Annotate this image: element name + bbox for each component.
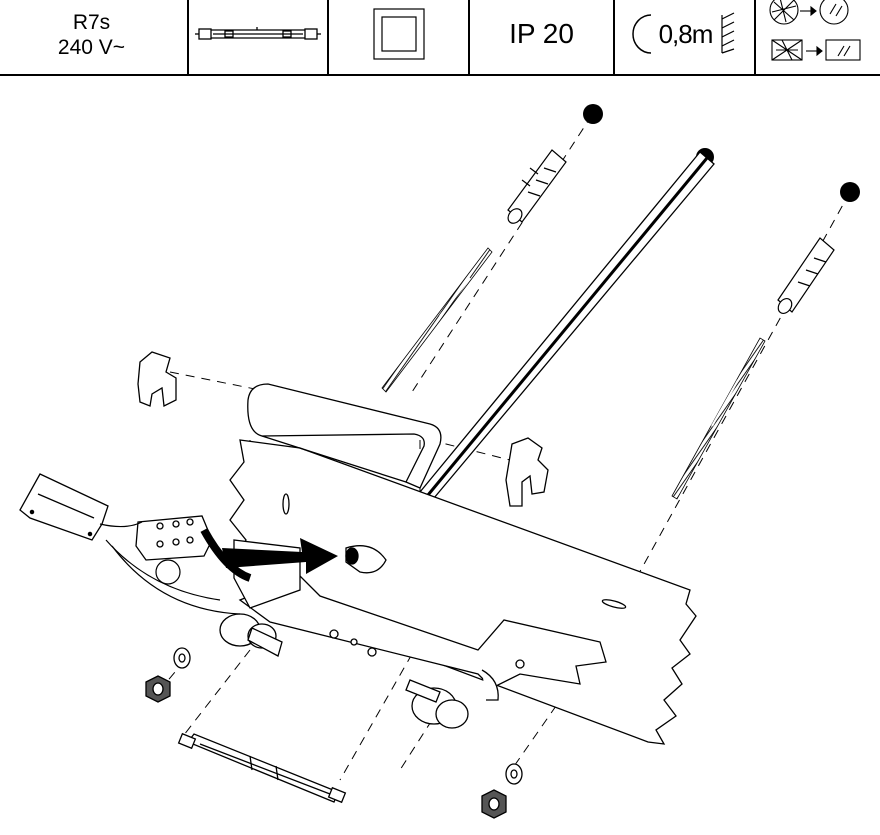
power-cable — [99, 521, 241, 615]
drill-dot-left — [583, 104, 603, 124]
spec-socket-cell: R7s 240 V~ — [0, 0, 189, 74]
washer-left — [173, 647, 191, 669]
support-rod — [418, 151, 715, 499]
spec-lamp-cell — [189, 0, 329, 74]
min-distance-label: 0,8m — [658, 18, 714, 49]
wall-plug-left — [507, 149, 567, 224]
mounting-slot-left — [282, 493, 290, 515]
replace-cracked-glass-icon — [769, 0, 861, 61]
mounting-slot-right — [601, 599, 627, 609]
ip-rating-label: IP 20 — [509, 18, 574, 49]
terminal-block — [135, 515, 213, 561]
light-distance-icon — [631, 14, 651, 54]
spec-header-table: R7s 240 V~ IP 20 0,8m — [0, 0, 880, 76]
washer-right — [505, 763, 523, 785]
lamp-socket-left — [219, 613, 283, 657]
spec-class-cell — [329, 0, 470, 74]
half-round-cover — [247, 383, 442, 489]
cable-grommet — [345, 545, 387, 574]
spec-glass-cell — [756, 0, 880, 74]
assembly-diagram — [19, 104, 860, 819]
frame-hole-4 — [515, 659, 525, 669]
linear-halogen-lamp-icon — [195, 27, 321, 40]
hex-nut-right — [481, 789, 507, 819]
spec-distance-cell: 0,8m — [615, 0, 756, 74]
spring-clip-right — [505, 437, 549, 507]
hatched-surface-icon — [721, 12, 735, 54]
frame-hole-3 — [367, 647, 377, 657]
spec-ip-cell: IP 20 — [470, 0, 615, 74]
mounting-plate — [229, 439, 697, 745]
junction-box — [19, 473, 109, 541]
lamp-socket-right — [405, 669, 499, 729]
frame-hole-2 — [350, 638, 358, 646]
voltage-label: 240 V~ — [57, 36, 126, 59]
hex-nut-left — [145, 675, 171, 703]
screw-right — [671, 337, 766, 500]
protection-class-ii-icon — [372, 8, 425, 60]
cable-arrow — [200, 528, 338, 582]
halogen-tube — [177, 732, 347, 804]
screw-left — [381, 247, 493, 393]
frame-hole-1 — [329, 629, 339, 639]
drill-dot-right — [840, 182, 860, 202]
drill-hole-dots — [583, 104, 860, 202]
spring-clip-left — [137, 351, 177, 407]
wall-plug-right — [777, 237, 835, 315]
socket-type-label: R7s — [72, 11, 111, 34]
